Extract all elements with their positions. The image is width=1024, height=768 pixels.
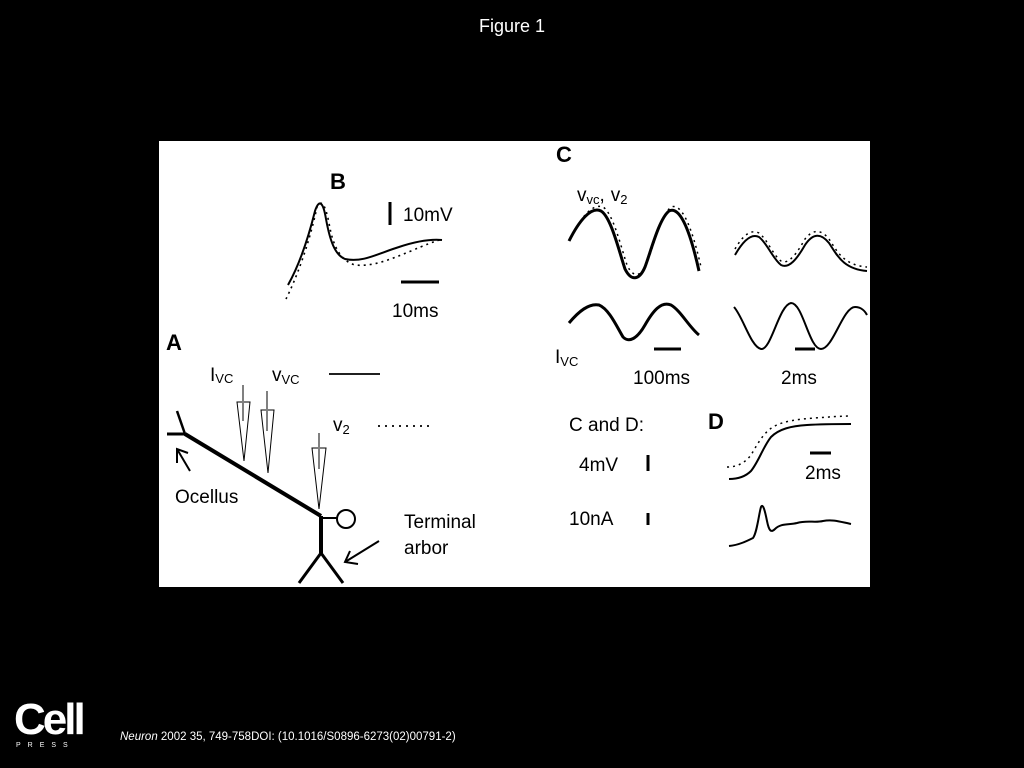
electrode-vvc bbox=[260, 391, 275, 474]
ocellus-arrow bbox=[176, 447, 191, 472]
slide-title: Figure 1 bbox=[478, 16, 546, 36]
panel-c-fast-time-label: 2ms bbox=[781, 368, 817, 389]
legend-cd-voltage-label: 4mV bbox=[579, 455, 618, 476]
panel-a-arbor-label: arbor bbox=[404, 538, 449, 559]
neuron-diagram bbox=[167, 410, 356, 584]
footer-citation: 2002 35, 749-758DOI: (10.1016/S0896-6273… bbox=[157, 731, 456, 743]
panel-c-fast-voltage-trace bbox=[734, 234, 868, 272]
panel-c-fast-current-trace bbox=[733, 301, 868, 351]
figure-panel: B 10mV 10ms A IVC vVC v2 bbox=[159, 141, 870, 587]
logo-wordmark: Cell bbox=[14, 695, 86, 744]
panel-c-slow-current-trace bbox=[567, 302, 700, 342]
panel-b-letter: B bbox=[330, 169, 346, 194]
panel-b-time-label: 10ms bbox=[392, 301, 438, 322]
cell-press-logo: Cell PRESS bbox=[14, 695, 86, 752]
electrode-v2 bbox=[311, 433, 327, 510]
panel-c-voltage-label: vvc,v2 bbox=[577, 185, 628, 207]
panel-d-voltage-trace bbox=[728, 423, 852, 480]
panel-d-voltage-dotted bbox=[726, 415, 852, 468]
footer-journal: Neuron bbox=[120, 731, 158, 743]
panel-a-terminal-label: Terminal bbox=[404, 512, 476, 533]
legend-cd-heading: C and D: bbox=[569, 415, 644, 436]
panel-a-letter: A bbox=[166, 330, 182, 355]
panel-c-current-label: IVC bbox=[555, 347, 578, 369]
legend-cd-current-label: 10nA bbox=[569, 509, 614, 530]
citation-footer: Neuron 2002 35, 749-758DOI: (10.1016/S08… bbox=[120, 731, 456, 743]
panel-d-letter: D bbox=[708, 409, 724, 434]
panel-c-slow-voltage-trace bbox=[567, 208, 701, 280]
panel-b-trace-vc bbox=[287, 202, 443, 286]
figure-svg: B 10mV 10ms A IVC vVC v2 bbox=[166, 142, 868, 584]
panel-a-vvc-label: vVC bbox=[272, 365, 300, 387]
panel-b-voltage-label: 10mV bbox=[403, 205, 453, 226]
terminal-arrow bbox=[343, 540, 380, 565]
panel-d-current-trace bbox=[728, 505, 852, 547]
panel-a-ivc-label: IVC bbox=[210, 365, 233, 386]
panel-a-v2-label: v2 bbox=[333, 415, 350, 437]
panel-a-ocellus-label: Ocellus bbox=[175, 487, 238, 508]
electrode-ivc bbox=[236, 385, 251, 462]
panel-c-letter: C bbox=[556, 142, 572, 167]
panel-d-time-label: 2ms bbox=[805, 463, 841, 484]
panel-c-slow-time-label: 100ms bbox=[633, 368, 690, 389]
logo-press: PRESS bbox=[16, 742, 75, 749]
